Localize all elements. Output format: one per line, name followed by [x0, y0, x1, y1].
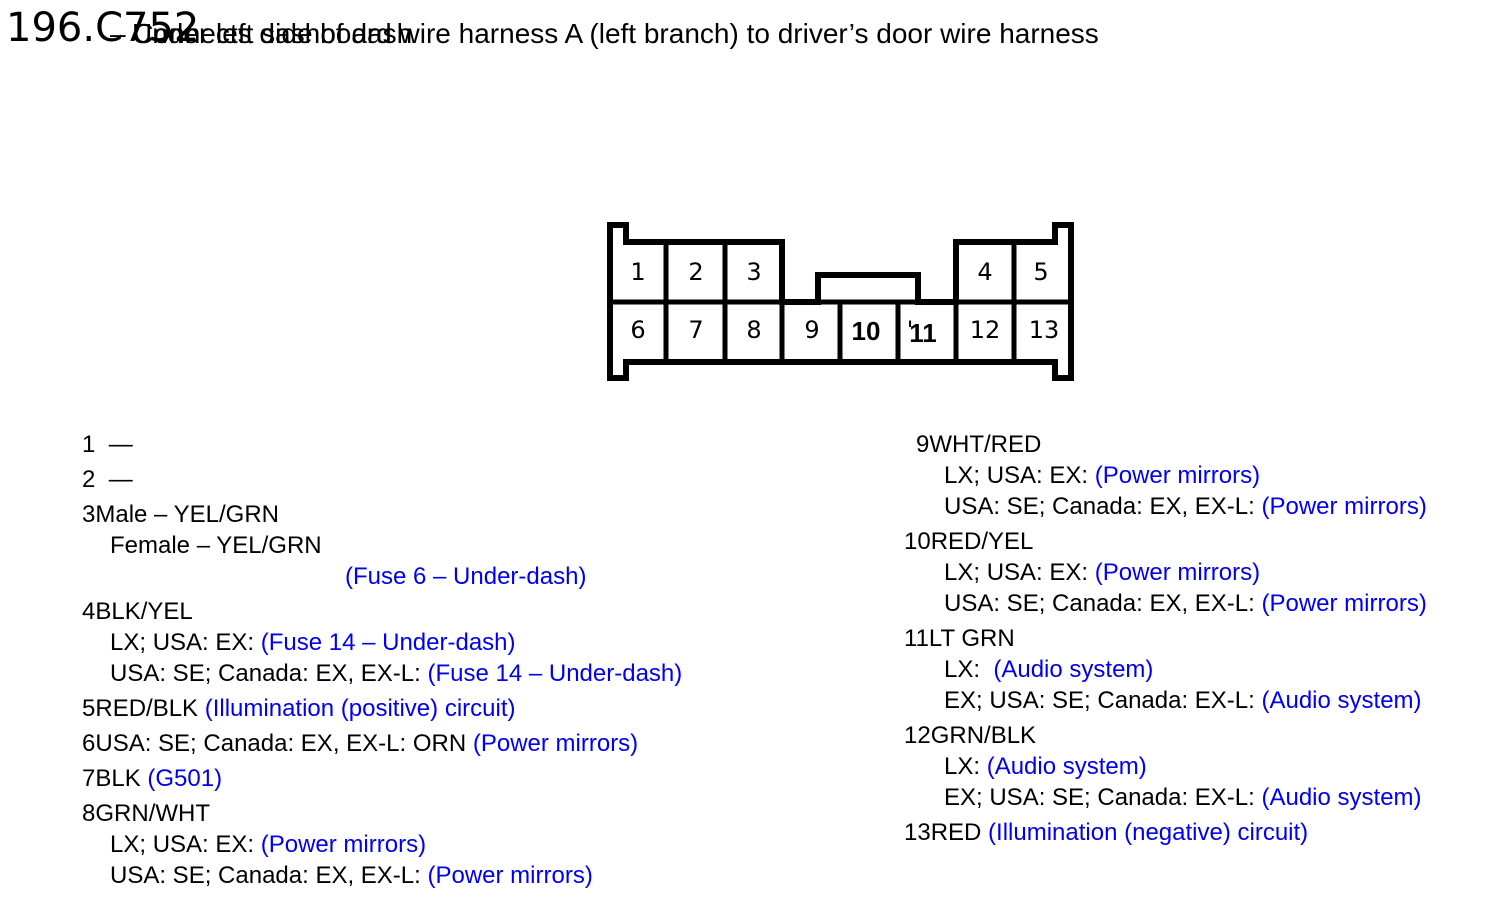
pin-entry-7: 7BLK (G501) [82, 763, 682, 794]
pin-wire: BLK [95, 765, 148, 792]
pin-wire: BLK/YEL [95, 598, 193, 625]
pin-wire: — [108, 431, 133, 458]
pin-number: 12 [904, 722, 931, 749]
pin-entry-2: 2 — [82, 464, 682, 495]
pin-label-12: 12 [970, 316, 1001, 344]
connector-location: Under left side of dash [132, 18, 413, 49]
pin-wire: GRN/WHT [95, 800, 211, 827]
pin-entry-4: 4BLK/YEL LX; USA: EX: (Fuse 14 – Under-d… [82, 596, 682, 689]
connector-number: 196.C752 [6, 5, 200, 51]
pin-number: 10 [904, 528, 931, 555]
circuit-link[interactable]: (Fuse 6 – Under-dash) [345, 563, 587, 590]
pin-label-5: 5 [1033, 258, 1048, 286]
pin-number: 8 [82, 800, 96, 827]
pin-sub-line: USA: SE; Canada: EX, EX-L: [110, 660, 428, 687]
connector-title: – Connects dashboard wire harness A (lef… [110, 18, 1099, 49]
pin-entry-5: 5RED/BLK (Illumination (positive) circui… [82, 693, 682, 724]
circuit-link[interactable]: (Power mirrors) [1261, 590, 1427, 617]
pin-sub-line: LX; USA: EX: [110, 629, 261, 656]
pin-sub-line: USA: SE; Canada: EX, EX-L: [110, 862, 428, 889]
pin-label-9: 9 [804, 316, 819, 344]
connector-shell [607, 222, 1074, 381]
pin-entry-8: 8GRN/WHT LX; USA: EX: (Power mirrors) US… [82, 798, 682, 891]
connector-id: C752 [95, 5, 200, 51]
pin-wire: WHT/RED [929, 431, 1042, 458]
pin-entry-13: 13RED (Illumination (negative) circuit) [904, 817, 1427, 848]
circuit-link[interactable]: (Fuse 14 – Under-dash) [260, 629, 516, 656]
pin-sub-line: LX; USA: EX: [944, 559, 1095, 586]
key-mark: ' [907, 316, 914, 344]
pin-entry-10: 10RED/YEL LX; USA: EX: (Power mirrors) U… [904, 526, 1427, 619]
pin-label-4: 4 [977, 258, 992, 286]
pin-label-3: 3 [746, 258, 761, 286]
pin-sub-line: USA: SE; Canada: EX, EX-L: [944, 590, 1262, 617]
pin-entry-1: 1 — [82, 429, 682, 460]
pin-number: 2 [82, 466, 96, 493]
pin-number: 7 [82, 765, 96, 792]
pin-sub-line: Female – YEL/GRN [110, 532, 322, 559]
pin-list-left: 1 — 2 — 3Male – YEL/GRN Female – YEL/GRN… [82, 429, 682, 895]
pin-entry-11: 11LT GRN LX: (Audio system) EX; USA: SE;… [904, 623, 1427, 716]
pin-label-8: 8 [746, 316, 761, 344]
pin-label-11: 11 [909, 318, 937, 348]
circuit-link[interactable]: (Illumination (negative) circuit) [988, 819, 1309, 846]
pin-wire: RED/BLK [95, 695, 205, 722]
pin-sub-line: USA: SE; Canada: EX, EX-L: [944, 493, 1262, 520]
pin-wire: USA: SE; Canada: EX, EX-L: ORN [95, 730, 473, 757]
circuit-link[interactable]: (Power mirrors) [260, 831, 427, 858]
circuit-link[interactable]: (Power mirrors) [1261, 493, 1427, 520]
pin-wire: Male – YEL/GRN [95, 501, 279, 528]
pin-wire: LT GRN [928, 625, 1015, 652]
circuit-link[interactable]: (Audio system) [993, 656, 1154, 683]
pin-label-2: 2 [688, 258, 703, 286]
pin-label-7: 7 [688, 316, 703, 344]
circuit-link[interactable]: (G501) [147, 765, 223, 792]
pin-number: 11 [904, 625, 929, 652]
pin-number: 4 [82, 598, 96, 625]
circuit-link[interactable]: (Audio system) [1261, 687, 1422, 714]
pin-entry-12: 12GRN/BLK LX: (Audio system) EX; USA: SE… [904, 720, 1427, 813]
pin-list-right: 9WHT/RED LX; USA: EX: (Power mirrors) US… [904, 429, 1427, 852]
pin-sub-line: EX; USA: SE; Canada: EX-L: [944, 687, 1262, 714]
pin-entry-9: 9WHT/RED LX; USA: EX: (Power mirrors) US… [904, 429, 1427, 522]
circuit-link[interactable]: (Audio system) [1261, 784, 1422, 811]
pin-sub-line: EX; USA: SE; Canada: EX-L: [944, 784, 1262, 811]
pin-sub-line: LX; USA: EX: [944, 462, 1095, 489]
pin-number: 3 [82, 501, 96, 528]
pin-sub-line: LX; USA: EX: [110, 831, 261, 858]
circuit-link[interactable]: (Power mirrors) [427, 862, 593, 889]
pin-number: 1 [82, 431, 96, 458]
pin-entry-3: 3Male – YEL/GRN Female – YEL/GRN (Fuse 6… [82, 499, 682, 592]
pin-label-10: 10 [852, 316, 881, 346]
circuit-link[interactable]: (Illumination (positive) circuit) [204, 695, 516, 722]
pin-number: 13 [904, 819, 931, 846]
circuit-link[interactable]: (Power mirrors) [472, 730, 639, 757]
circuit-link[interactable]: (Fuse 14 – Under-dash) [427, 660, 683, 687]
pin-label-13: 13 [1029, 316, 1060, 344]
pin-number: 6 [82, 730, 96, 757]
pin-wire: GRN/BLK [930, 722, 1037, 749]
circuit-link[interactable]: (Power mirrors) [1094, 462, 1261, 489]
pin-wire: RED [930, 819, 989, 846]
pin-sub-line: LX: [944, 656, 994, 683]
pin-wire: — [108, 466, 133, 493]
pin-label-1: 1 [630, 258, 645, 286]
pin-sub-line: LX: [944, 753, 987, 780]
pin-entry-6: 6USA: SE; Canada: EX, EX-L: ORN (Power m… [82, 728, 682, 759]
page-header: 196.C752 Under left side of dash – Conne… [0, 0, 1487, 60]
pin-wire: RED/YEL [930, 528, 1034, 555]
circuit-link[interactable]: (Power mirrors) [1094, 559, 1261, 586]
pin-number: 9 [916, 431, 930, 458]
circuit-link[interactable]: (Audio system) [986, 753, 1147, 780]
pin-label-6: 6 [630, 316, 645, 344]
pin-number: 5 [82, 695, 96, 722]
